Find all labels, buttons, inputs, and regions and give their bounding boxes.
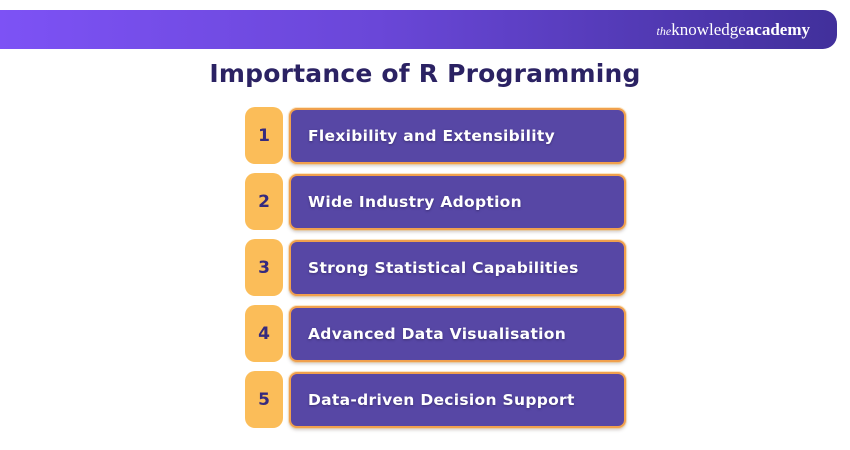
list-item: 4 Advanced Data Visualisation bbox=[245, 305, 626, 362]
item-label: Wide Industry Adoption bbox=[308, 192, 522, 211]
item-bar: Strong Statistical Capabilities bbox=[289, 239, 626, 296]
logo-the: the bbox=[656, 23, 672, 38]
list-item: 1 Flexibility and Extensibility bbox=[245, 107, 626, 164]
item-label: Flexibility and Extensibility bbox=[308, 126, 555, 145]
item-bar: Data-driven Decision Support bbox=[289, 371, 626, 428]
list-item: 3 Strong Statistical Capabilities bbox=[245, 239, 626, 296]
knowledge-academy-logo: theknowledgeacademy bbox=[657, 21, 810, 39]
item-label: Data-driven Decision Support bbox=[308, 390, 575, 409]
number-badge: 5 bbox=[245, 371, 283, 428]
logo-knowledge: knowledge bbox=[671, 19, 746, 39]
item-bar: Flexibility and Extensibility bbox=[289, 107, 626, 164]
header-brand-bar: theknowledgeacademy bbox=[0, 10, 837, 49]
number-badge: 4 bbox=[245, 305, 283, 362]
item-label: Strong Statistical Capabilities bbox=[308, 258, 579, 277]
number-badge: 2 bbox=[245, 173, 283, 230]
importance-list: 1 Flexibility and Extensibility 2 Wide I… bbox=[245, 107, 626, 437]
logo-academy: academy bbox=[745, 19, 810, 39]
item-bar: Advanced Data Visualisation bbox=[289, 305, 626, 362]
list-item: 2 Wide Industry Adoption bbox=[245, 173, 626, 230]
number-badge: 1 bbox=[245, 107, 283, 164]
item-bar: Wide Industry Adoption bbox=[289, 173, 626, 230]
list-item: 5 Data-driven Decision Support bbox=[245, 371, 626, 428]
item-label: Advanced Data Visualisation bbox=[308, 324, 567, 343]
number-badge: 3 bbox=[245, 239, 283, 296]
page-title: Importance of R Programming bbox=[209, 59, 641, 88]
